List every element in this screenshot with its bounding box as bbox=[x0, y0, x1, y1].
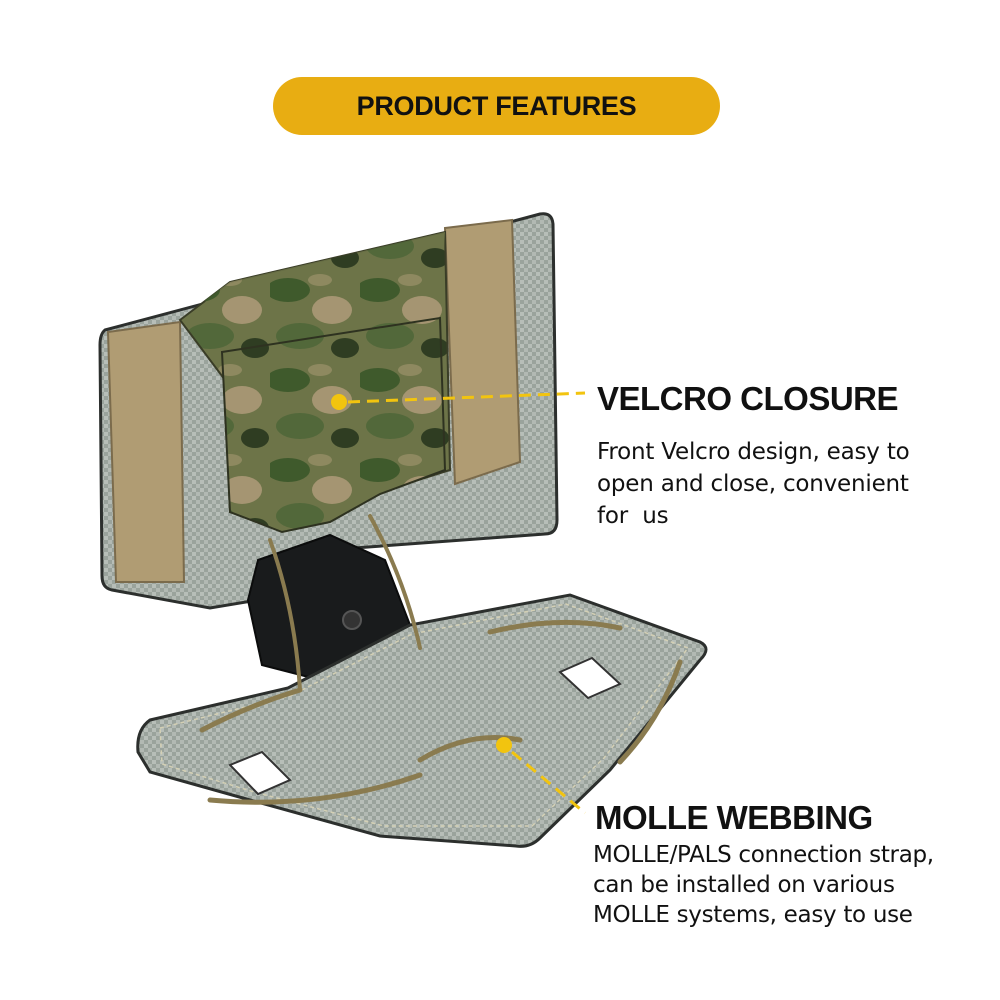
velcro-desc-line: Front Velcro design, easy to bbox=[597, 439, 910, 465]
camo-pouch bbox=[178, 230, 452, 534]
velcro-closure-description: Front Velcro design, easy to open and cl… bbox=[597, 436, 910, 532]
header-title: PRODUCT FEATURES bbox=[356, 90, 637, 121]
molle-desc-line: MOLLE systems, easy to use bbox=[593, 902, 913, 928]
molle-desc-line: can be installed on various bbox=[593, 872, 895, 898]
molle-panel bbox=[136, 514, 708, 848]
molle-webbing-title: MOLLE WEBBING bbox=[595, 799, 873, 836]
velcro-closure-title: VELCRO CLOSURE bbox=[597, 380, 899, 417]
molle-desc-line: MOLLE/PALS connection strap, bbox=[593, 842, 934, 868]
velcro-desc-line: for us bbox=[597, 503, 669, 529]
product-features-header: PRODUCT FEATURES bbox=[273, 77, 720, 135]
velcro-desc-line: open and close, convenient bbox=[597, 471, 909, 497]
molle-webbing-description: MOLLE/PALS connection strap, can be inst… bbox=[593, 840, 934, 930]
molle-callout bbox=[496, 737, 586, 815]
velcro-callout bbox=[331, 391, 586, 410]
